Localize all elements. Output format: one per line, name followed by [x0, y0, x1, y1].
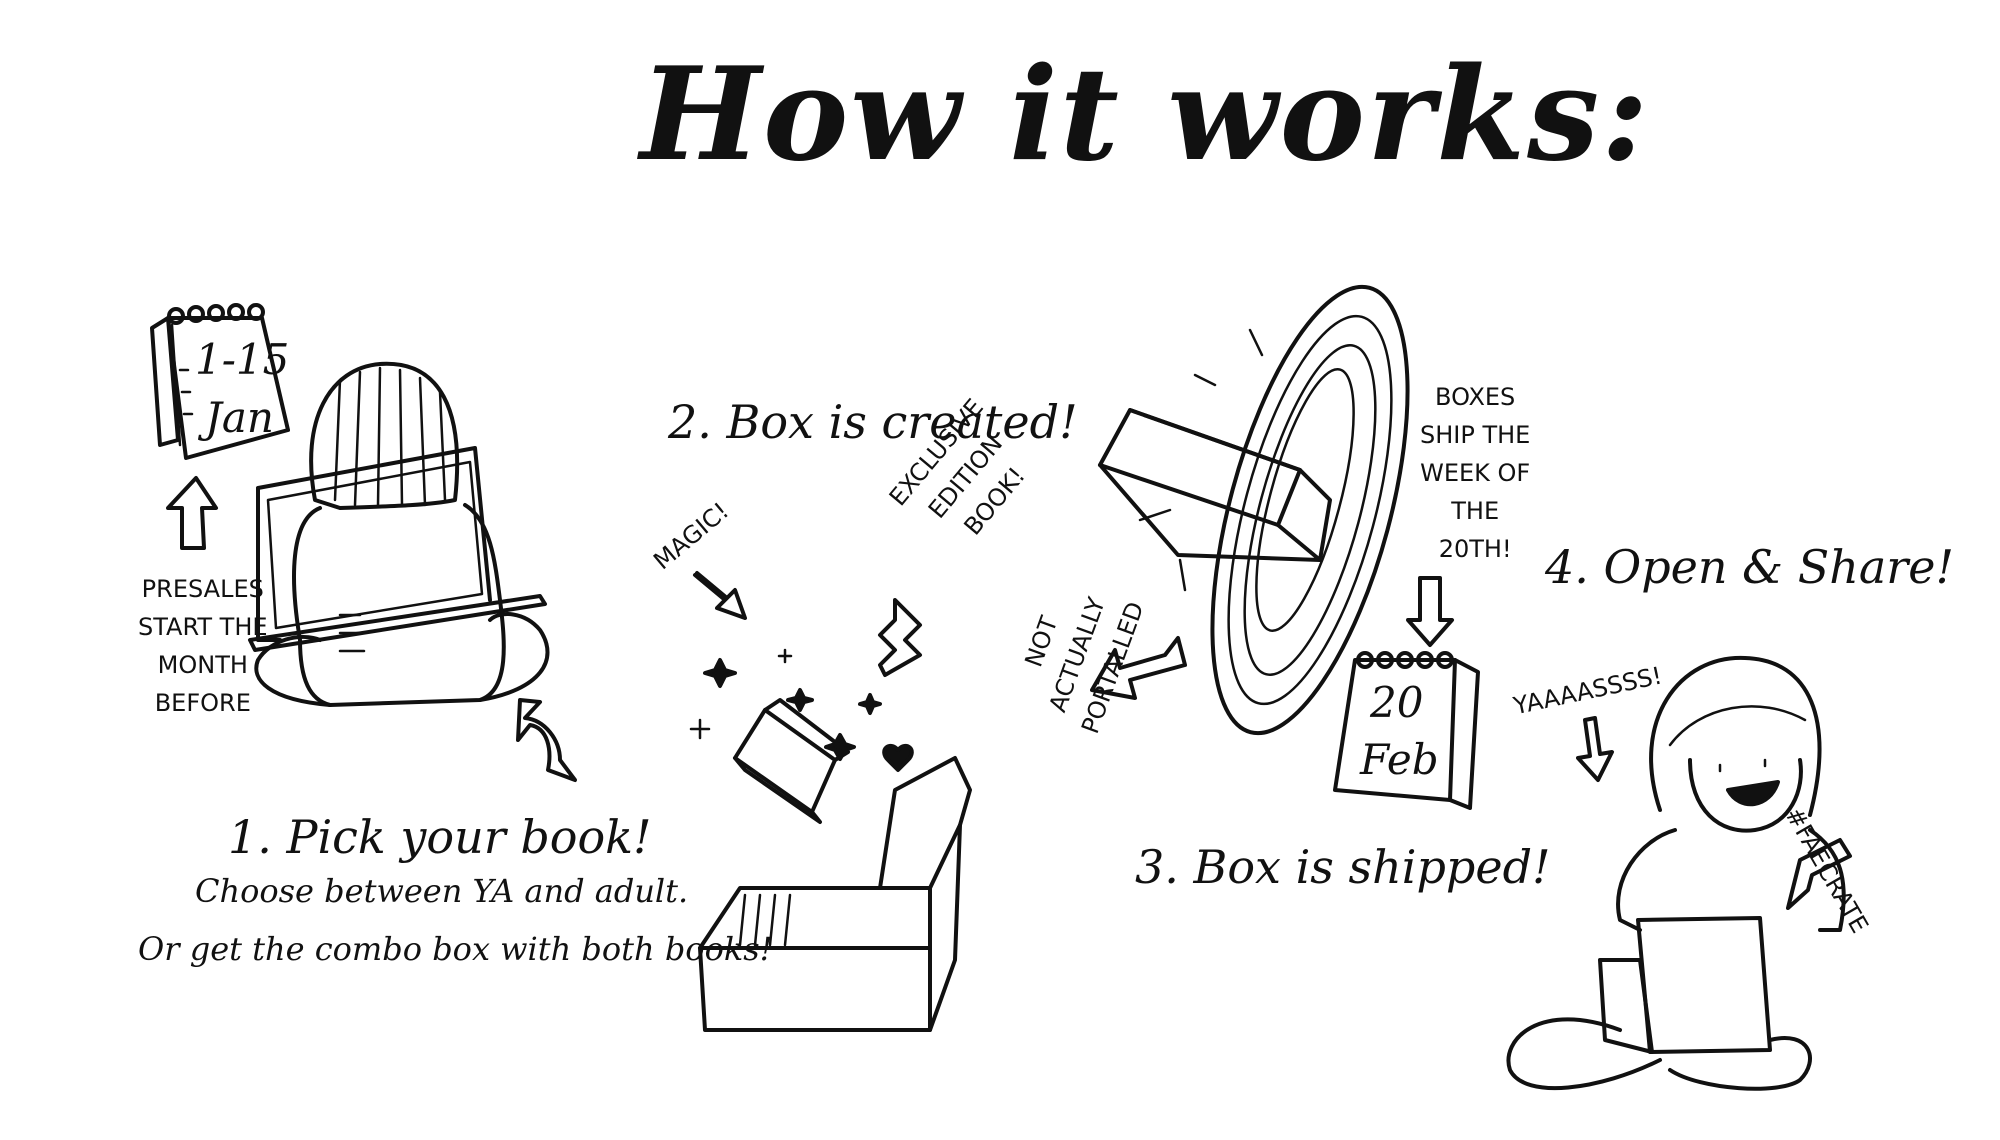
- curved-arrow-icon: [516, 698, 577, 782]
- sparkles-icon: [689, 648, 914, 772]
- step3-ship-line: SHIP THE: [1420, 421, 1531, 449]
- step1-note: PRESALES START THE MONTH BEFORE: [138, 570, 268, 722]
- step4-heading: 4. Open & Share!: [1545, 540, 1954, 594]
- step3-ship-line: 20TH!: [1438, 535, 1512, 563]
- calendar-feb-icon: [1333, 651, 1480, 810]
- step1-note-line: START THE: [138, 613, 268, 641]
- page-title: How it works:: [640, 40, 1651, 190]
- zigzag-arrow-left-icon: [1090, 636, 1187, 700]
- step1-note-line: MONTH: [157, 651, 248, 679]
- calendar-feb-month: Feb: [1360, 735, 1439, 784]
- step1-line1: Choose between YA and adult.: [195, 872, 689, 910]
- step3-ship-line: BOXES: [1435, 383, 1516, 411]
- step3-ship-line: THE: [1451, 497, 1500, 525]
- calendar-jan-icon: [150, 303, 290, 460]
- person-opening-box-illustration: [1506, 655, 1846, 1091]
- step1-note-line: BEFORE: [154, 689, 251, 717]
- step3-heading: 3. Box is shipped!: [1135, 840, 1551, 894]
- step1-heading: 1. Pick your book!: [228, 810, 652, 864]
- open-box-illustration: [698, 756, 972, 1032]
- calendar-feb-days: 20: [1370, 678, 1424, 727]
- portal-illustration: [1138, 284, 1410, 736]
- down-right-arrow-icon: [693, 571, 747, 620]
- step1-line2: Or get the combo box with both books!: [138, 930, 773, 968]
- step2-heading: 2. Box is created!: [668, 395, 1078, 449]
- up-arrow-icon: [166, 476, 218, 550]
- person-laptop-illustration: [248, 361, 550, 707]
- book-illustration: [733, 698, 850, 824]
- yay-arrow-icon: [1576, 716, 1614, 782]
- calendar-jan-month: Jan: [205, 393, 274, 442]
- zigzag-arrow-icon: [878, 598, 922, 677]
- step3-ship-note: BOXES SHIP THE WEEK OF THE 20TH!: [1420, 378, 1530, 568]
- hashtag-arrow-icon: [1786, 838, 1852, 910]
- shipping-box-illustration: [1098, 408, 1332, 562]
- down-arrow-icon: [1406, 576, 1454, 647]
- calendar-jan-days: 1-15: [195, 335, 290, 384]
- step1-note-line: PRESALES: [141, 575, 264, 603]
- step3-ship-line: WEEK OF: [1420, 459, 1531, 487]
